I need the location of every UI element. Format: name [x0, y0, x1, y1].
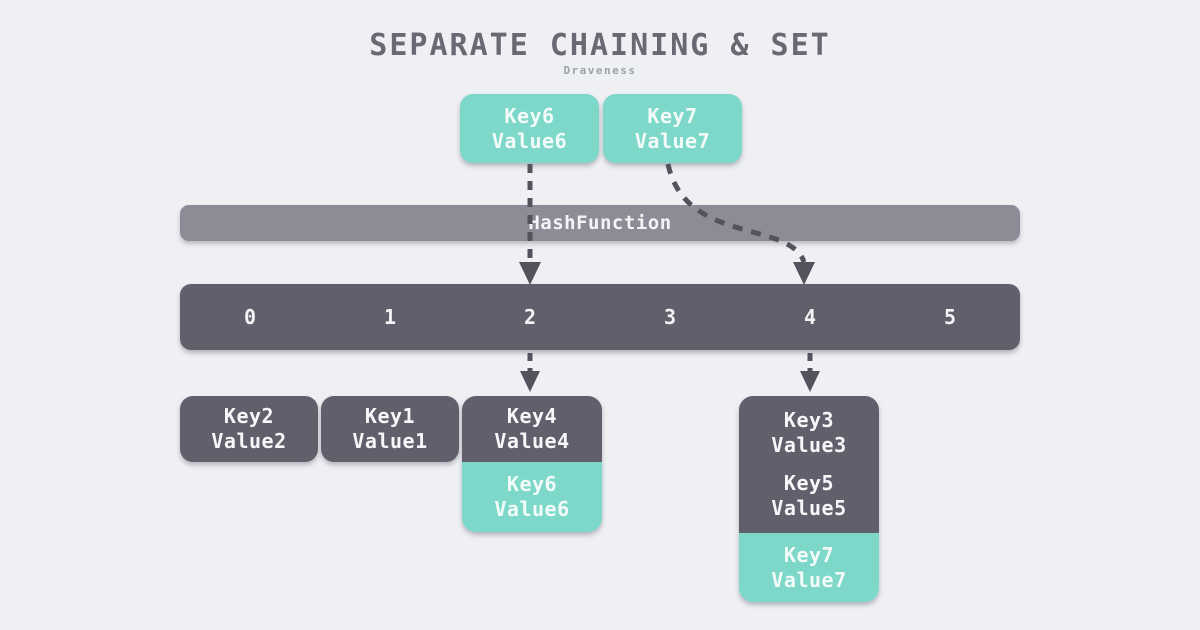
incoming-node-key6: Key6 Value6: [460, 94, 599, 163]
chain-key7-value: Value7: [771, 567, 847, 592]
chain-bucket4-existing: Key3 Value3 Key5 Value5: [739, 396, 879, 533]
page-title: SEPARATE CHAINING & SET: [369, 28, 831, 63]
incoming-key6-key: Key6: [504, 103, 555, 128]
bucket-cell-4: 4: [803, 305, 817, 329]
chain-node-bucket2: Key4 Value4 Key6 Value6: [462, 396, 602, 532]
chain-bucket2-existing: Key4 Value4: [462, 396, 602, 462]
chain-key4-value: Value4: [494, 429, 570, 453]
chain-entry: Key7 Value7: [771, 543, 846, 593]
chain-key6-value: Value6: [494, 497, 570, 521]
bucket-cell-1: 1: [383, 305, 397, 329]
bucket-cell-2: 2: [523, 305, 537, 329]
bucket-cell-5: 5: [943, 305, 957, 329]
chain-entry: Key5 Value5: [771, 471, 846, 521]
incoming-key7-key: Key7: [647, 103, 698, 128]
chain-node-bucket4: Key3 Value3 Key5 Value5 Key7 Value7: [739, 396, 879, 602]
hash-function-bar: HashFunction: [180, 205, 1020, 241]
chain-key2-key: Key2: [223, 404, 275, 428]
incoming-key6-value: Value6: [491, 128, 568, 153]
arrow-bucket2-to-chain: [520, 353, 540, 392]
incoming-key7-value: Value7: [634, 128, 711, 153]
chain-key5-key: Key5: [783, 470, 835, 495]
incoming-node-key7: Key7 Value7: [603, 94, 742, 163]
chain-key1-key: Key1: [364, 404, 416, 428]
arrow-bucket4-to-chain: [800, 353, 820, 392]
chain-node-bucket1: Key1 Value1: [321, 396, 459, 462]
chain-entry: Key6 Value6: [494, 472, 569, 522]
chain-key5-value: Value5: [771, 495, 847, 520]
hash-function-label: HashFunction: [528, 212, 672, 234]
chain-bucket4-new-entry: Key7 Value7: [739, 533, 879, 602]
chain-key2-value: Value2: [211, 429, 287, 453]
chain-entry: Key3 Value3: [771, 408, 846, 458]
chain-entry: Key4 Value4: [494, 404, 569, 454]
chain-key1-value: Value1: [352, 429, 428, 453]
chain-key7-key: Key7: [783, 542, 835, 567]
chain-key6-key: Key6: [506, 472, 558, 496]
bucket-cell-3: 3: [663, 305, 677, 329]
bucket-array-bar: 0 1 2 3 4 5: [180, 284, 1020, 350]
chain-key4-key: Key4: [506, 404, 558, 428]
chain-bucket2-new-entry: Key6 Value6: [462, 462, 602, 532]
chain-key3-key: Key3: [783, 408, 835, 433]
bucket-cell-0: 0: [243, 305, 257, 329]
chain-key3-value: Value3: [771, 433, 847, 458]
chain-node-bucket0: Key2 Value2: [180, 396, 318, 462]
page-subtitle: Draveness: [563, 64, 637, 77]
